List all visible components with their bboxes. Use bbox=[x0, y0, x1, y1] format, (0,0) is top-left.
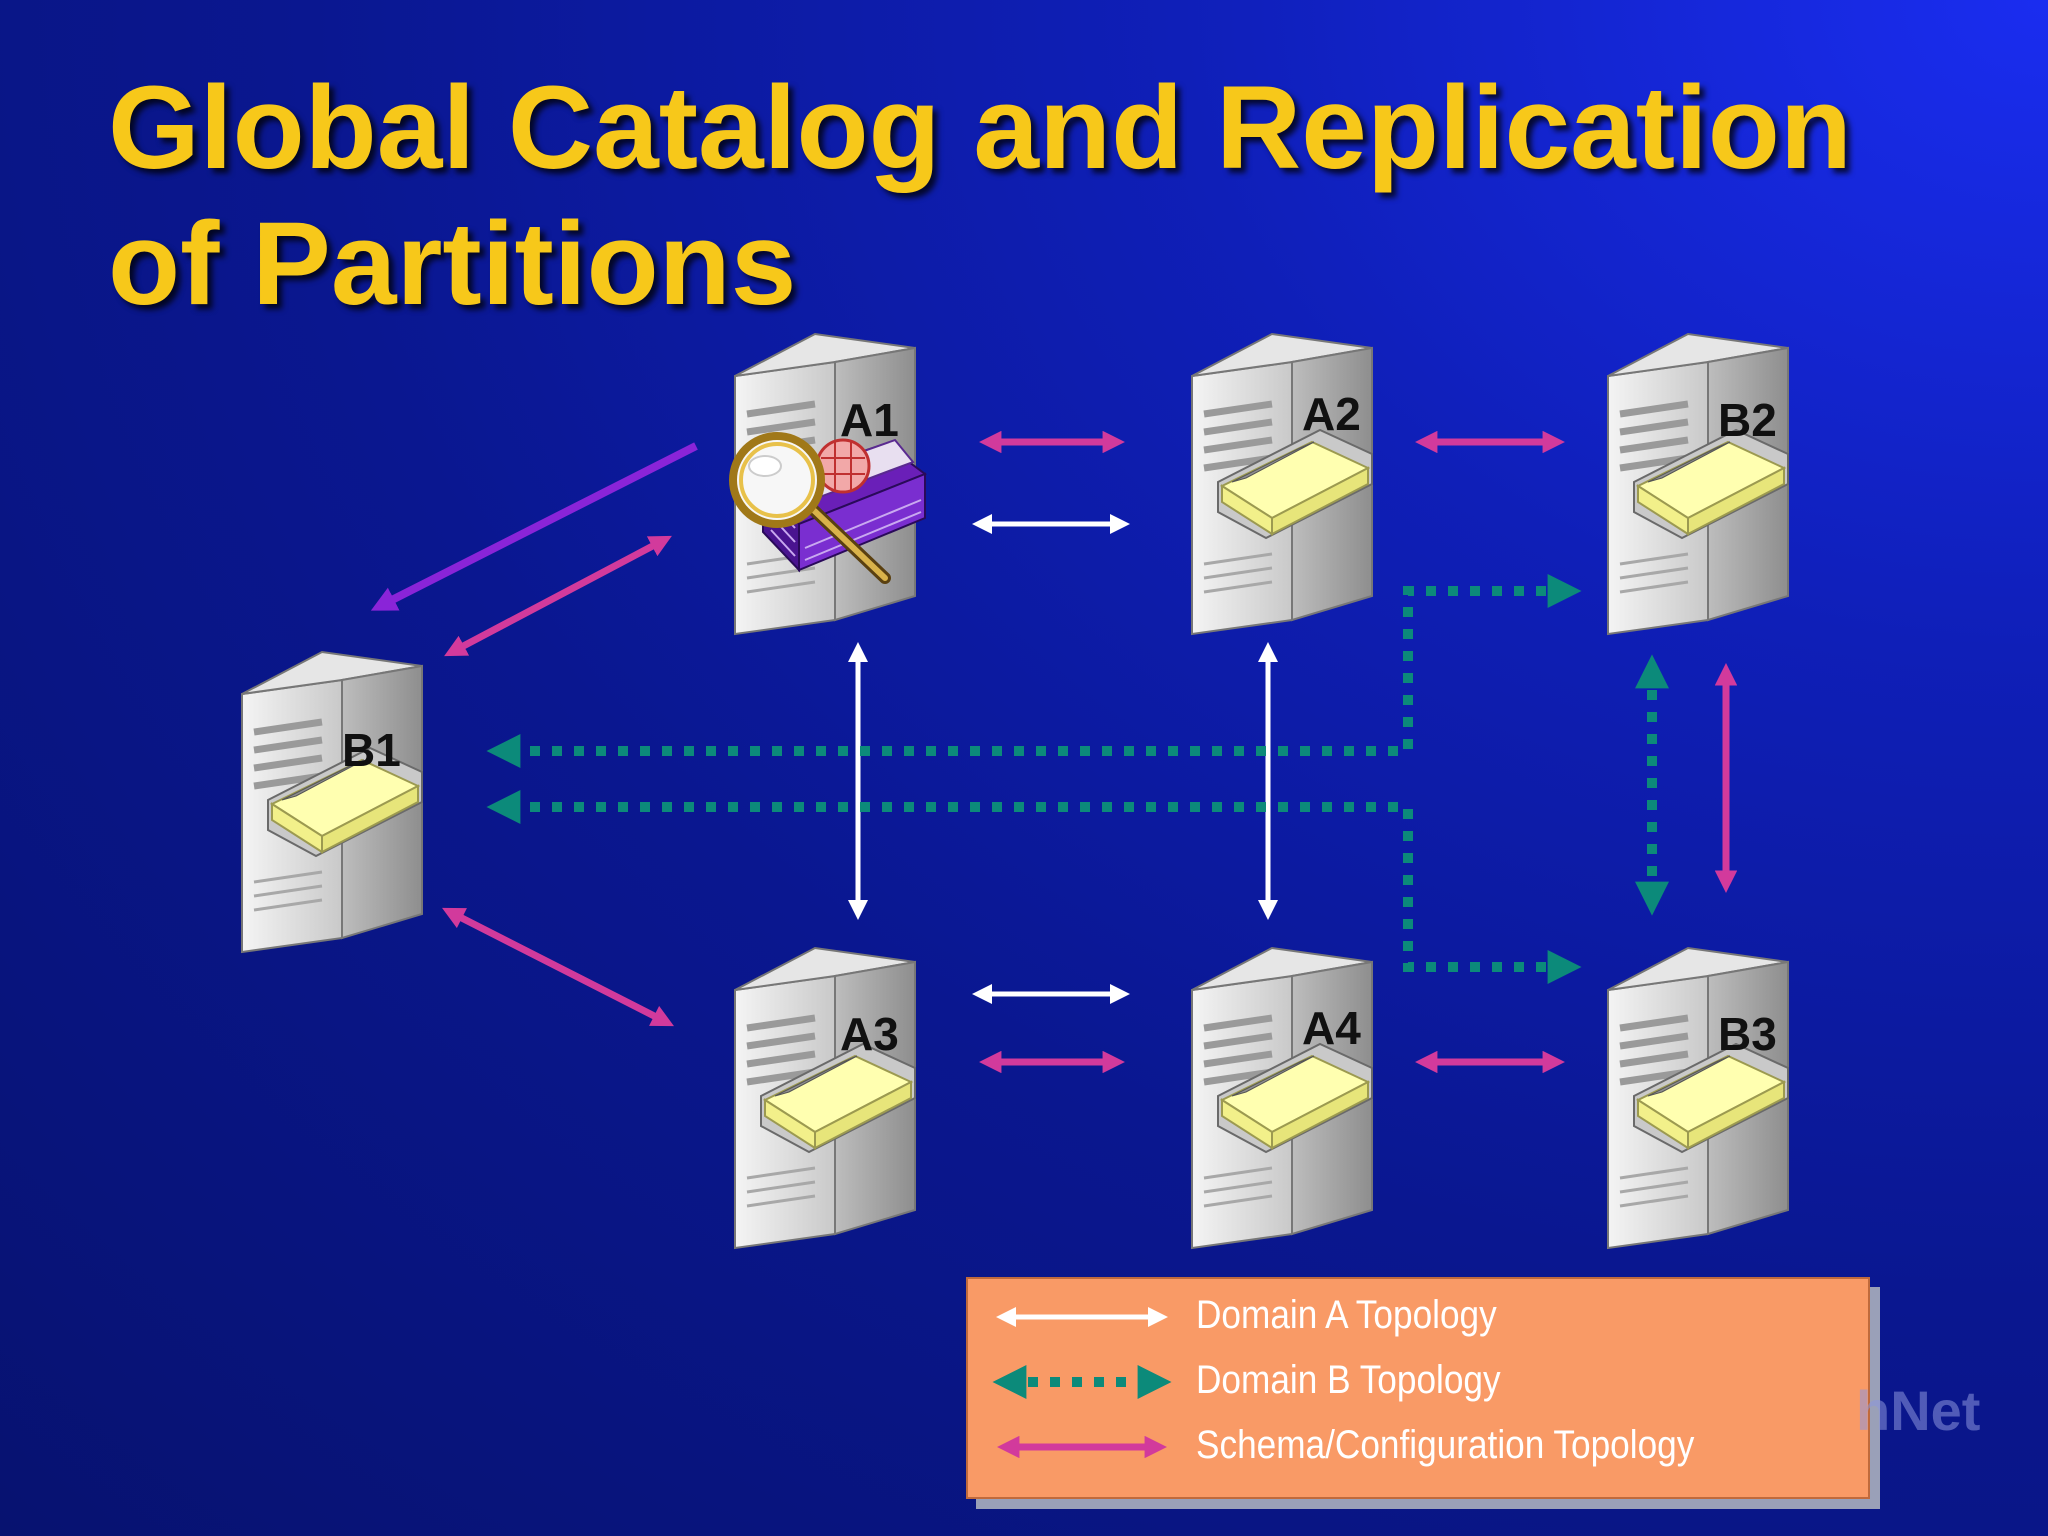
server-a3-label: A3 bbox=[840, 1008, 899, 1060]
legend-domain-a-label: Domain A Topology bbox=[1196, 1293, 1497, 1337]
server-a2-label: A2 bbox=[1302, 388, 1361, 440]
server-a2 bbox=[1192, 334, 1372, 634]
legend-domain-b-label: Domain B Topology bbox=[1196, 1358, 1501, 1402]
server-b2-label: B2 bbox=[1718, 394, 1777, 446]
link-a1-b1-schema bbox=[444, 535, 672, 657]
legend-domain-a-swatch bbox=[996, 1307, 1168, 1327]
title-line-1: Global Catalog and Replication bbox=[108, 62, 1852, 194]
server-b3 bbox=[1608, 948, 1788, 1248]
server-b1 bbox=[242, 652, 422, 952]
legend-schema: Schema/Configuration Topology bbox=[968, 1417, 1868, 1477]
legend-domain-a: Domain A Topology bbox=[968, 1287, 1868, 1347]
global-catalog-icon bbox=[729, 432, 928, 584]
link-b2-b1-domain bbox=[486, 573, 1582, 769]
server-a1-label: A1 bbox=[840, 394, 899, 446]
server-b1-label: B1 bbox=[342, 724, 401, 776]
schema-links bbox=[442, 430, 1738, 1074]
slide-title: Global Catalog and Replication of Partit… bbox=[108, 60, 1958, 332]
legend-schema-swatch bbox=[997, 1435, 1167, 1459]
server-a1 bbox=[729, 334, 928, 634]
link-b1-a3-schema bbox=[442, 907, 674, 1027]
title-line-2: of Partitions bbox=[108, 198, 797, 330]
server-a4-label: A4 bbox=[1302, 1002, 1361, 1054]
link-a1-b1-global-catalog bbox=[370, 442, 698, 611]
server-b2 bbox=[1608, 334, 1788, 634]
watermark-logo: hNet bbox=[1856, 1379, 1981, 1442]
legend-domain-b-swatch bbox=[992, 1364, 1172, 1400]
link-b3-b1-domain bbox=[486, 789, 1582, 985]
server-b3-label: B3 bbox=[1718, 1008, 1777, 1060]
legend: Domain A Topology Domain B Topology Sche… bbox=[966, 1277, 1870, 1499]
legend-schema-label: Schema/Configuration Topology bbox=[1196, 1423, 1695, 1467]
legend-domain-b: Domain B Topology bbox=[968, 1352, 1868, 1412]
domain-b-links bbox=[486, 573, 1670, 985]
server-a3 bbox=[735, 948, 915, 1248]
server-a4 bbox=[1192, 948, 1372, 1248]
